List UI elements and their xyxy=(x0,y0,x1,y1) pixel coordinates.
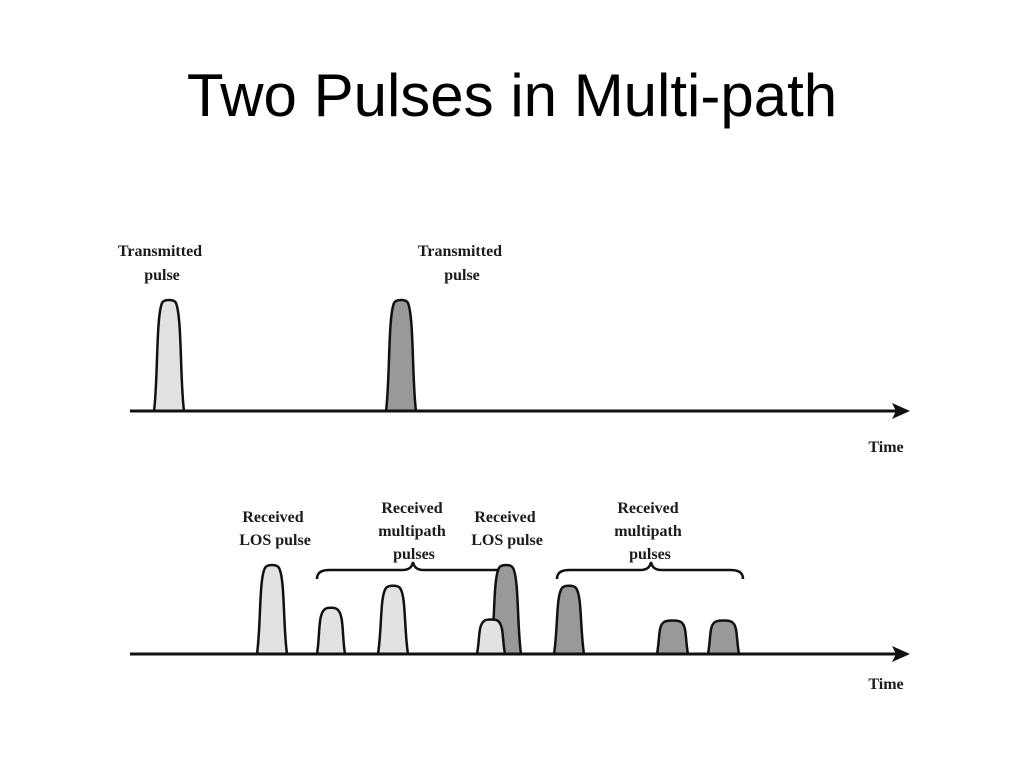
top-time-label: Time xyxy=(868,439,903,456)
bottom-label-2-line-3: pulses xyxy=(393,546,435,563)
bottom-time-label: Time xyxy=(868,676,903,693)
bottom-label-3-line-2: LOS pulse xyxy=(471,532,543,549)
multipath-pulse-2b xyxy=(655,619,690,656)
bottom-label-received-multipath-2: Received multipath pulses xyxy=(614,500,686,563)
bottom-label-received-multipath-1: Received multipath pulses xyxy=(378,500,450,563)
bottom-label-received-los-1: Received LOS pulse xyxy=(239,509,311,549)
transmitted-pulse-1 xyxy=(152,298,186,413)
top-label-2: Transmitted pulse xyxy=(418,243,506,284)
bottom-label-2-line-1: Received xyxy=(381,500,442,517)
bottom-label-1-line-1: Received xyxy=(242,509,303,526)
top-label-1-line-1: Transmitted xyxy=(118,243,202,260)
top-axis-arrowhead xyxy=(892,403,910,419)
multipath-pulse-1b xyxy=(376,584,410,656)
bottom-label-1-line-2: LOS pulse xyxy=(239,532,311,549)
slide-title: Two Pulses in Multi-path xyxy=(186,62,838,129)
bottom-label-4-line-3: pulses xyxy=(629,546,671,563)
multipath-brace-2 xyxy=(555,561,745,580)
top-label-1-line-2: pulse xyxy=(144,267,180,284)
multipath-pulse-1a xyxy=(315,606,347,656)
transmitted-pulse-2 xyxy=(384,298,418,413)
top-label-2-line-2: pulse xyxy=(444,267,480,284)
top-timeline: Transmitted pulse Transmitted pulse Time xyxy=(118,243,910,456)
bottom-label-3-line-1: Received xyxy=(474,509,535,526)
received-los-pulse-1 xyxy=(255,563,289,656)
multipath-pulse-2a xyxy=(552,584,586,656)
bottom-label-2-line-2: multipath xyxy=(378,523,446,540)
top-label-2-line-1: Transmitted xyxy=(418,243,502,260)
bottom-timeline: Received LOS pulse Received multipath pu… xyxy=(130,500,910,693)
bottom-label-4-line-1: Received xyxy=(617,500,678,517)
multipath-pulse-1c xyxy=(475,618,507,656)
bottom-label-4-line-2: multipath xyxy=(614,523,682,540)
bottom-axis-arrowhead xyxy=(892,646,910,662)
bottom-label-received-los-2: Received LOS pulse xyxy=(471,509,543,549)
multipath-pulse-2c xyxy=(706,619,741,656)
multipath-brace-1 xyxy=(315,561,511,580)
top-label-1: Transmitted pulse xyxy=(118,243,206,284)
